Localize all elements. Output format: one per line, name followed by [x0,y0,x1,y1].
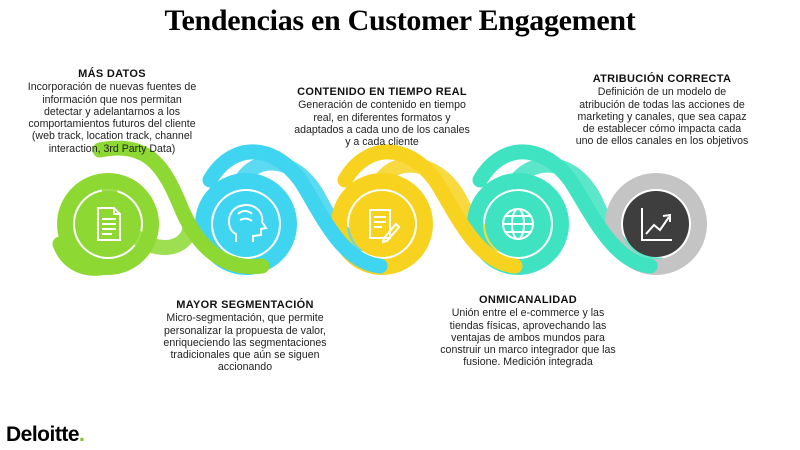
document-icon [97,207,121,241]
wave-yellow-front [337,144,523,274]
item-body: Incorporación de nuevas fuentes de infor… [27,81,197,155]
logo-dot: . [79,423,85,446]
item-onmicanalidad: ONMICANALIDAD Unión entre el e-commerce … [438,294,618,369]
item-heading: MÁS DATOS [78,68,146,80]
item-body: Micro-segmentación, que permite personal… [163,312,327,374]
wave-green-tail [52,236,113,276]
item-contenido-tiempo-real: CONTENIDO EN TIEMPO REAL Generación de c… [292,86,472,148]
edit-document-icon [369,209,401,244]
item-body: Generación de contenido en tiempo real, … [294,99,470,149]
trend-chart-icon [641,208,672,241]
disc-5 [623,191,689,257]
item-heading: ONMICANALIDAD [478,294,577,306]
head-brain-icon [228,204,268,242]
wave-cyan-front [202,144,388,274]
item-body: Definición de un modelo de atribución de… [575,86,749,148]
wave-green-front [92,140,270,275]
item-atribucion-correcta: ATRIBUCIÓN CORRECTA Definición de un mod… [574,73,750,148]
wave-teal-front [472,144,658,274]
item-heading: MAYOR SEGMENTACIÓN [176,299,314,311]
item-body: Unión entre el e-commerce y las tiendas … [440,307,616,369]
logo-text: Deloitte [6,423,80,446]
page-title: Tendencias en Customer Engagement [164,4,636,37]
globe-icon [502,208,534,240]
item-heading: CONTENIDO EN TIEMPO REAL [297,86,467,98]
item-mas-datos: MÁS DATOS Incorporación de nuevas fuente… [22,68,202,155]
deloitte-logo: Deloitte. [6,423,85,447]
item-heading: ATRIBUCIÓN CORRECTA [592,73,732,85]
disc-2 [213,191,279,257]
item-mayor-segmentacion: MAYOR SEGMENTACIÓN Micro-segmentación, q… [150,299,340,374]
disc-3 [349,191,415,257]
